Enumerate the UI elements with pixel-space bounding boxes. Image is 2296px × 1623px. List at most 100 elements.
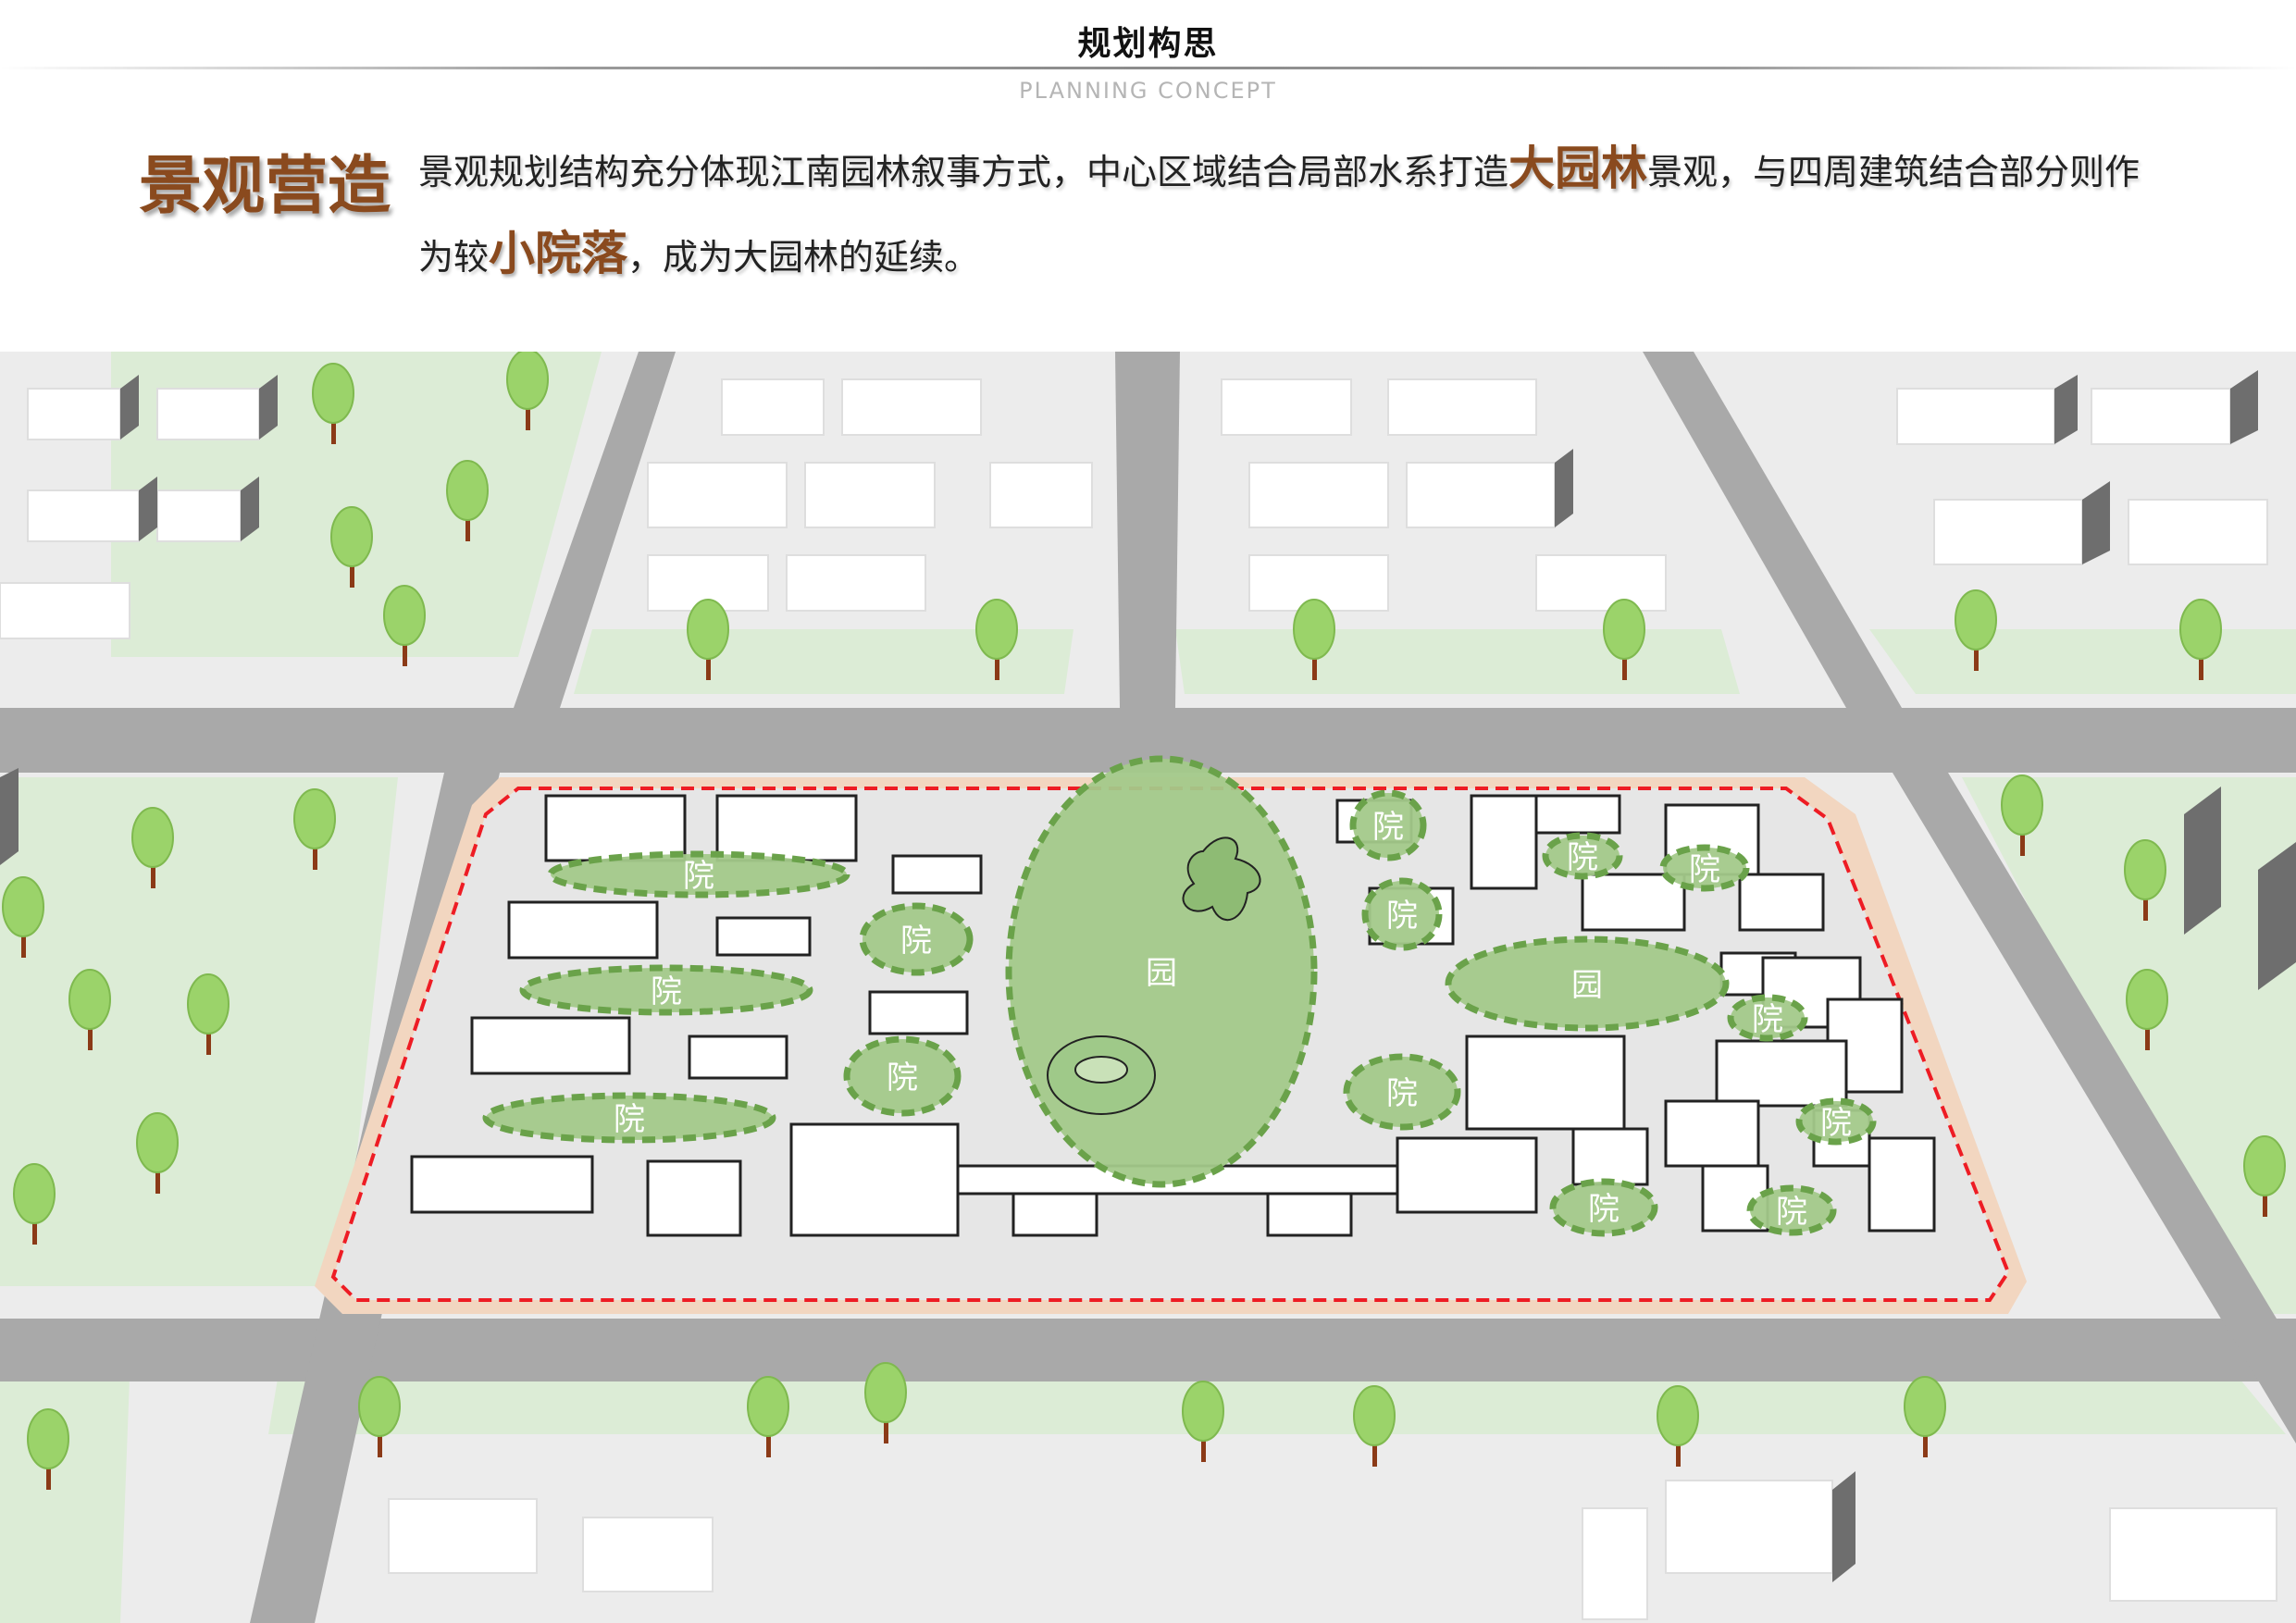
site-boundary: [330, 787, 2011, 1302]
label-courtyard: 院: [1752, 1001, 1783, 1038]
label-courtyard: 院: [887, 1059, 918, 1096]
building-shadows: [0, 370, 2296, 1582]
tree-icon: [330, 506, 373, 588]
green-block-topright: [1175, 629, 1740, 694]
courtyard-zone: [547, 850, 850, 898]
building: [647, 462, 788, 528]
tree-icon: [2124, 839, 2166, 921]
green-block-left: [0, 777, 398, 1286]
building-shadow: [2230, 370, 2258, 444]
tree-icon: [1353, 1385, 1396, 1467]
site-plan-map: 园 园 院 院 院 院 院 院 院 院 院 院 院 院 院 院: [0, 352, 2296, 1623]
courtyard-zone: [1361, 877, 1443, 951]
page-title: 规划构思: [1077, 25, 1219, 63]
building: [0, 582, 130, 639]
building: [156, 489, 242, 542]
label-courtyard: 院: [614, 1101, 645, 1138]
east-block: [1868, 1136, 1936, 1233]
page-subtitle: PLANNING CONCEPT: [1019, 78, 1277, 104]
courtyard-zone: [859, 902, 974, 976]
building: [989, 462, 1093, 528]
zone-labels: 园 园 院 院 院 院 院 院 院 院 院 院 院 院 院 院: [614, 809, 1852, 1231]
tree-icon: [687, 599, 729, 680]
tree-icon: [2, 876, 44, 958]
tree-icon: [383, 585, 426, 666]
green-block-bottom: [268, 1379, 2286, 1434]
green-block-bottomleft: [0, 1379, 130, 1623]
label-courtyard: 院: [900, 923, 932, 960]
road-diagonal-right-lower: [1893, 773, 2296, 1443]
tree-icon: [27, 1408, 69, 1490]
building-shadow: [139, 477, 157, 541]
section-title: 景观营造: [139, 150, 391, 223]
tree-icon: [136, 1112, 179, 1194]
courtyard-zone: [1795, 1097, 1877, 1146]
courtyard-zone: [843, 1035, 962, 1117]
building: [721, 378, 825, 436]
building: [1896, 388, 2055, 445]
label-courtyard: 院: [1689, 851, 1720, 888]
tree-icon: [68, 969, 111, 1050]
label-courtyard: 院: [1588, 1191, 1620, 1228]
small-block: [891, 854, 983, 895]
building: [841, 378, 982, 436]
small-block: [715, 916, 812, 957]
building-shadow: [2082, 481, 2110, 564]
street-trees: [2, 352, 2286, 1490]
description-text-1: 景观规划结构充分体现江南园林叙事方式，中心区域结合局部水系打造: [418, 152, 1509, 192]
tree-icon: [1955, 589, 1997, 671]
courtyard-zone: [1542, 832, 1623, 880]
building: [156, 388, 260, 440]
building: [27, 489, 140, 542]
building-shadow: [259, 375, 278, 440]
tree-icon: [312, 363, 354, 444]
residential-block: [507, 900, 659, 960]
building: [1535, 554, 1667, 612]
label-courtyard: 院: [651, 973, 682, 1010]
east-block: [1470, 794, 1538, 890]
east-block: [1738, 873, 1825, 932]
label-courtyard: 院: [1567, 839, 1598, 876]
residential-block: [410, 1155, 594, 1214]
small-block: [1011, 1192, 1098, 1237]
tree-icon: [131, 807, 174, 888]
garden-features: [1047, 836, 1261, 1115]
tree-icon: [187, 973, 230, 1055]
label-east-garden: 园: [1571, 967, 1603, 1004]
tree-icon: [747, 1376, 789, 1457]
building: [582, 1517, 714, 1592]
courtyard-zone: [1659, 844, 1750, 892]
small-block: [1266, 1192, 1353, 1237]
east-garden-zone: [1445, 935, 1730, 1032]
building: [2128, 499, 2268, 565]
tree-icon: [1657, 1385, 1699, 1467]
east-block: [1715, 1039, 1848, 1108]
courtyard-zone: [1343, 1053, 1461, 1131]
description-text-2: 景观，与四周建筑结合部分则作为较: [418, 152, 2141, 278]
building-shadow: [0, 768, 19, 865]
building-shadow: [120, 375, 139, 440]
east-block: [1581, 873, 1686, 932]
building: [786, 554, 926, 612]
tree-icon: [2179, 599, 2222, 680]
label-courtyard: 院: [683, 858, 714, 895]
courtyard-zone: [482, 1092, 776, 1144]
residential-block: [715, 794, 858, 862]
road-diagonal-right-upper: [1643, 352, 1902, 708]
building: [1582, 1507, 1648, 1620]
courtyard-zone: [1549, 1178, 1658, 1237]
residential-block: [470, 1016, 631, 1075]
east-block: [1664, 1099, 1760, 1168]
road-vertical-center: [1115, 352, 1180, 708]
tree-icon: [506, 352, 549, 430]
building: [1933, 499, 2083, 565]
description-text-3: ，成为大园林的延续。: [627, 237, 980, 278]
label-courtyard: 院: [1776, 1194, 1807, 1231]
pond-feature: [1182, 836, 1261, 922]
tree-icon: [2243, 1135, 2286, 1217]
road-horizontal-bottom: [0, 1319, 2296, 1381]
courtyard-zone: [1746, 1184, 1837, 1236]
tree-icon: [1293, 599, 1335, 680]
small-block: [646, 1159, 742, 1237]
surrounding-buildings: [0, 378, 2277, 1620]
